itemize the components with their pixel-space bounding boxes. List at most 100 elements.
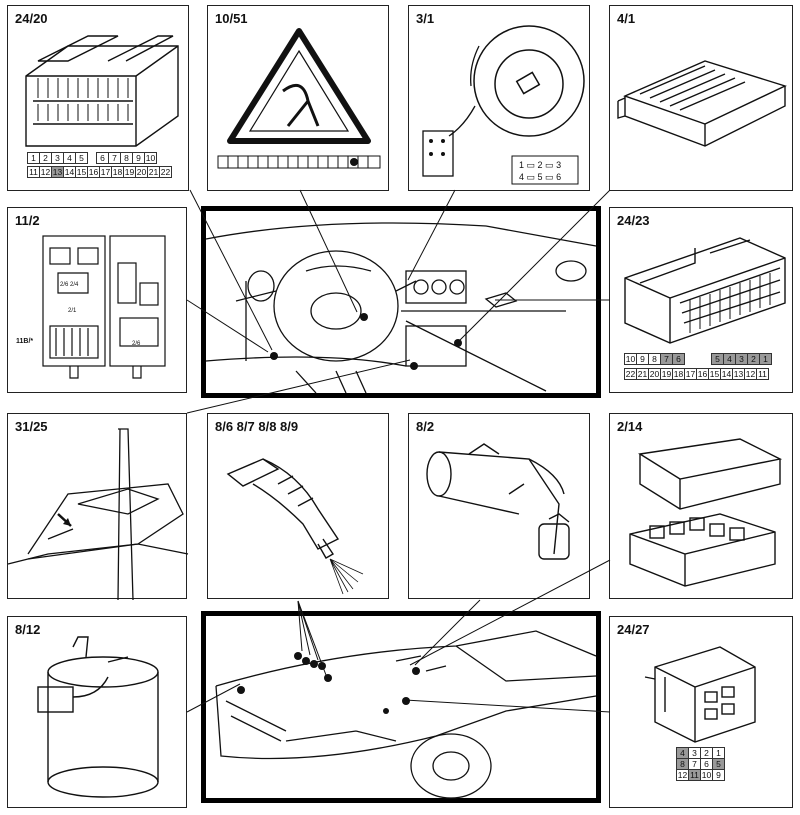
pin: 9 xyxy=(636,353,649,365)
pin: 3 xyxy=(556,160,562,170)
pin: 19 xyxy=(123,166,136,178)
relay-label: 2/6 2/4 xyxy=(60,282,79,288)
pin: 17 xyxy=(684,368,697,380)
panel-24-27: 24/27 4 3 2 1 8 7 6 5 12 11 10 9 xyxy=(609,616,793,808)
connector-24-23-illustration xyxy=(624,237,786,344)
pin-gap xyxy=(684,353,712,365)
pin: 2 xyxy=(39,152,52,164)
pin: 12 xyxy=(744,368,757,380)
pin-highlighted: 4 xyxy=(676,747,689,759)
pin: 5 xyxy=(75,152,88,164)
panel-2-14: 2/14 xyxy=(609,413,793,599)
pin: 18 xyxy=(672,368,685,380)
pin: 4 xyxy=(519,172,525,182)
pin: 12 xyxy=(39,166,52,178)
pin: 7 xyxy=(108,152,121,164)
pin-table: 22 21 20 19 18 17 16 15 14 13 12 11 xyxy=(624,368,769,380)
pin-highlighted: 1 xyxy=(759,353,772,365)
panel-label: 24/27 xyxy=(617,622,650,637)
pin-highlighted: 5 xyxy=(712,758,725,770)
pin-highlighted: 2 xyxy=(747,353,760,365)
panel-label: 4/1 xyxy=(617,11,636,26)
panel-4-1: 4/1 xyxy=(609,5,793,191)
pin: 20 xyxy=(648,368,661,380)
pin-table: 11 12 13 14 15 16 17 18 19 20 21 22 xyxy=(27,166,172,178)
panel-label: 3/1 xyxy=(416,11,435,26)
pin: 2 xyxy=(537,160,543,170)
pin-highlighted: 5 xyxy=(711,353,724,365)
panel-label: 8/6 8/7 8/8 8/9 xyxy=(215,419,299,434)
pin: 14 xyxy=(63,166,76,178)
evap-canister-illustration xyxy=(37,636,159,798)
panel-31-25: 31/25 xyxy=(7,413,189,601)
pin: 13 xyxy=(732,368,745,380)
control-module-illustration xyxy=(617,60,787,147)
dashboard-illustration xyxy=(205,222,597,394)
pin: 1 xyxy=(519,160,525,170)
car-illustration xyxy=(215,630,597,799)
panel-label: 31/25 xyxy=(15,419,48,434)
pin-highlighted: 3 xyxy=(735,353,748,365)
panel-label: 24/20 xyxy=(15,11,48,26)
panel-8-2: 8/2 xyxy=(408,413,590,599)
panel-8-12: 8/12 xyxy=(7,616,187,808)
pin: 17 xyxy=(99,166,112,178)
pin-highlighted: 4 xyxy=(723,353,736,365)
relay-label: 11B/* xyxy=(16,338,34,345)
panel-label: 8/2 xyxy=(416,419,435,434)
warning-lamp-illustration xyxy=(217,28,381,169)
pin: 10 xyxy=(144,152,157,164)
pin-legend: 1 ▭ 2 ▭ 3 4 ▭ 5 ▭ 6 xyxy=(519,160,562,182)
panel-label: 11/2 xyxy=(15,213,40,228)
connector-24-20-illustration xyxy=(25,35,179,147)
pin: 6 xyxy=(700,758,713,770)
idle-valve-illustration xyxy=(426,443,570,560)
pin: 10 xyxy=(700,769,713,781)
pin: 8 xyxy=(120,152,133,164)
light-switch-illustration xyxy=(422,25,585,185)
pin: 15 xyxy=(75,166,88,178)
pin: 22 xyxy=(159,166,172,178)
pin: 10 xyxy=(624,353,637,365)
pin-highlighted: 6 xyxy=(672,353,685,365)
pin: 1 xyxy=(27,152,40,164)
pin: 7 xyxy=(688,758,701,770)
pin: 6 xyxy=(556,172,562,182)
injector-illustration xyxy=(226,458,364,595)
pin-gap xyxy=(87,152,97,164)
pin: 3 xyxy=(688,747,701,759)
relay-box-illustration xyxy=(42,235,166,379)
pin: 11 xyxy=(756,368,769,380)
panel-24-23: 24/23 10 9 8 7 6 5 4 3 2 1 22 21 20 xyxy=(609,207,793,393)
pin: 18 xyxy=(111,166,124,178)
panel-11-2: 11/2 2/6 2/4 2/1 2/6 11B/* xyxy=(7,207,187,393)
relay-label: 2/1 xyxy=(68,308,77,314)
pin: 14 xyxy=(720,368,733,380)
pin-table: 1 2 3 4 5 6 7 8 9 10 xyxy=(27,152,157,164)
pin: 15 xyxy=(708,368,721,380)
ground-point-illustration xyxy=(7,428,189,601)
panel-10-51: 10/51 xyxy=(207,5,389,191)
pin: 16 xyxy=(87,166,100,178)
pin: 6 xyxy=(96,152,109,164)
pin-highlighted: 11 xyxy=(688,769,701,781)
pin: 2 xyxy=(700,747,713,759)
pin: 8 xyxy=(648,353,661,365)
pin: 20 xyxy=(135,166,148,178)
panel-label: 10/51 xyxy=(215,11,248,26)
pin-highlighted: 13 xyxy=(51,166,64,178)
pin: 19 xyxy=(660,368,673,380)
pin: 9 xyxy=(132,152,145,164)
pin-table: 10 9 8 7 6 5 4 3 2 1 xyxy=(624,353,772,365)
pin: 16 xyxy=(696,368,709,380)
pin: 3 xyxy=(51,152,64,164)
panel-label: 24/23 xyxy=(617,213,650,228)
pin: 5 xyxy=(537,172,543,182)
pin-highlighted: 8 xyxy=(676,758,689,770)
panel-8-6-8-9: 8/6 8/7 8/8 8/9 xyxy=(207,413,389,599)
pin-table: 4 3 2 1 8 7 6 5 12 11 10 9 xyxy=(676,747,725,781)
pin: 9 xyxy=(712,769,725,781)
pin: 1 xyxy=(712,747,725,759)
pin: 11 xyxy=(27,166,40,178)
panel-dashboard-overview xyxy=(201,206,601,398)
